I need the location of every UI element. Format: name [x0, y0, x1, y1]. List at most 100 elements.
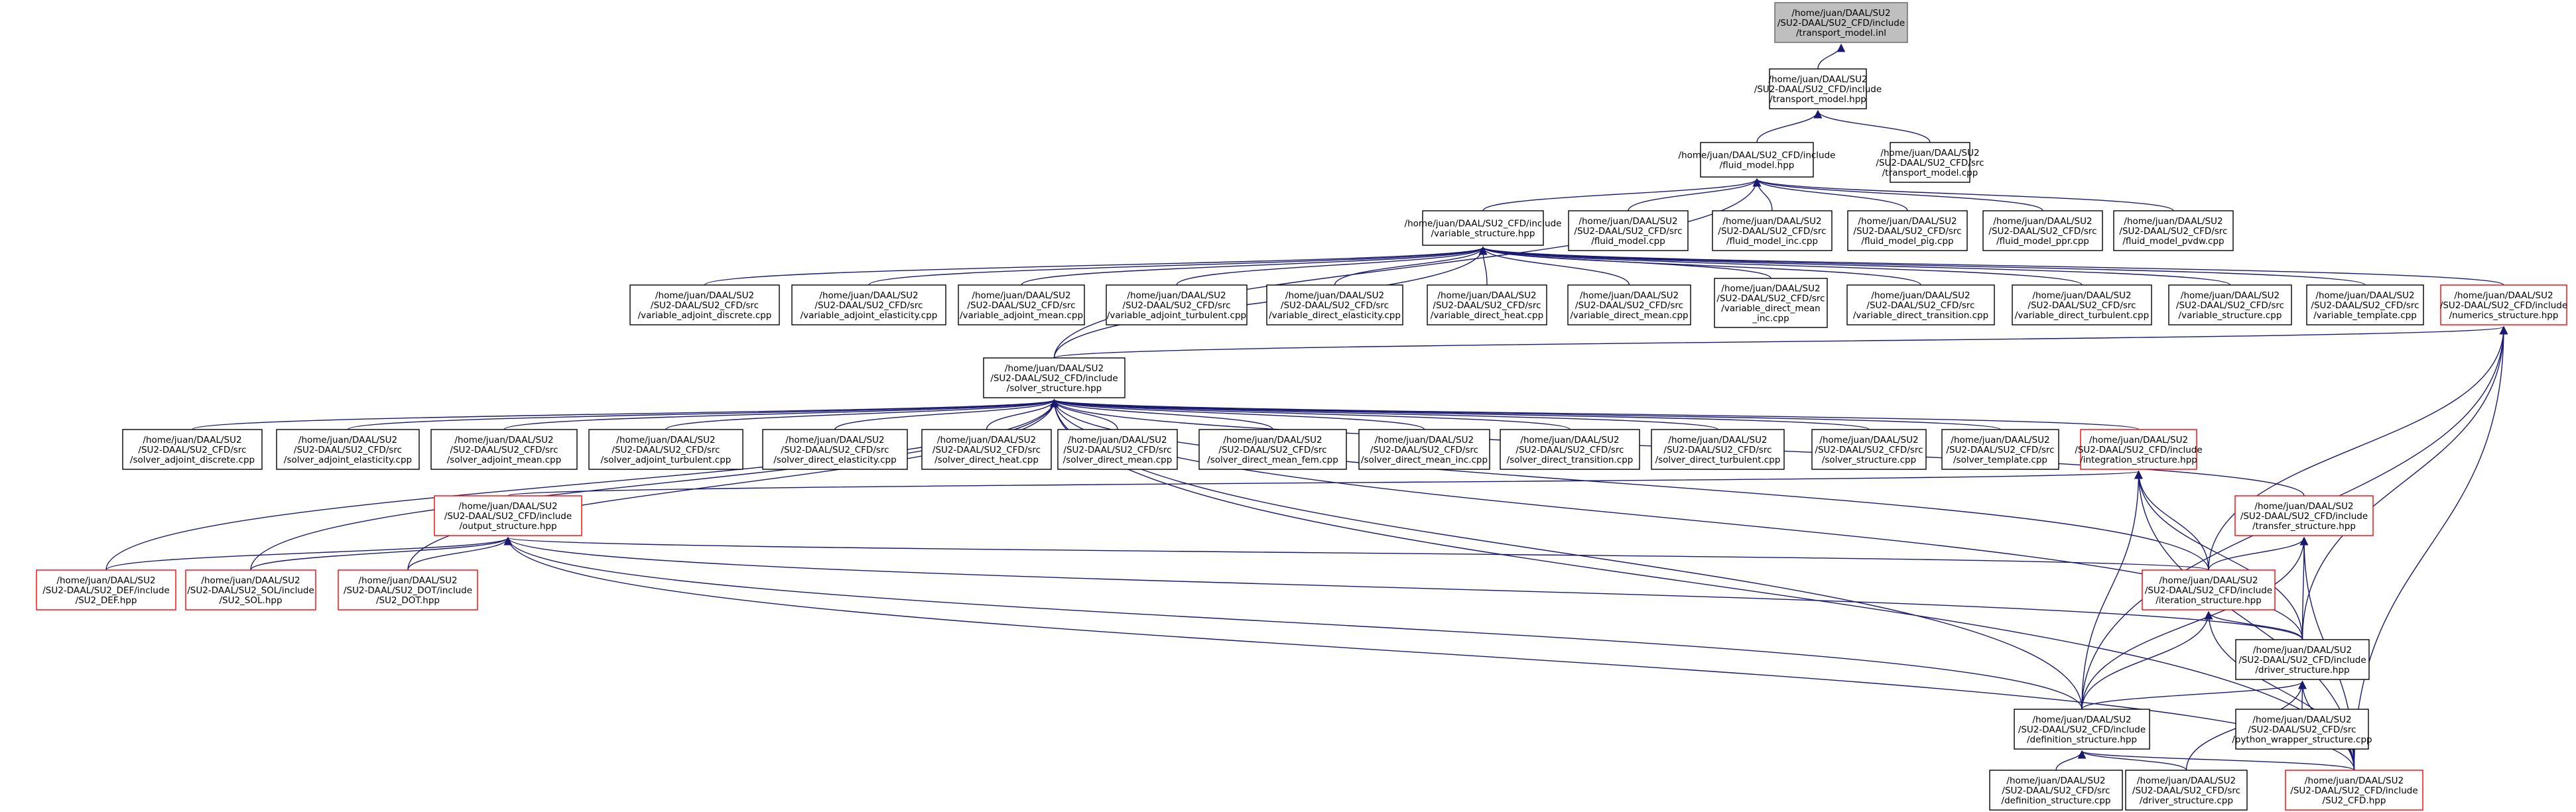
- node-label-line: /home/juan/DAAL/SU2: [454, 435, 553, 445]
- node-n7[interactable]: /home/juan/DAAL/SU2/SU2-DAAL/SU2_CFD/src…: [1712, 210, 1833, 251]
- node-box: [1567, 284, 1691, 325]
- node-label-line: /variable_structure.cpp: [2179, 310, 2282, 321]
- node-n35[interactable]: /home/juan/DAAL/SU2/SU2-DAAL/SU2_CFD/src…: [1651, 429, 1785, 470]
- node-n15[interactable]: /home/juan/DAAL/SU2/SU2-DAAL/SU2_CFD/src…: [1266, 284, 1403, 325]
- node-n33[interactable]: /home/juan/DAAL/SU2/SU2-DAAL/SU2_CFD/src…: [1358, 429, 1490, 470]
- node-label-line: /variable_adjoint_elasticity.cpp: [801, 310, 938, 321]
- node-n50[interactable]: /home/juan/DAAL/SU2/SU2-DAAL/SU2_CFD/inc…: [2285, 770, 2423, 811]
- edge-n20-to-n5: [1479, 246, 2083, 286]
- node-n23[interactable]: /home/juan/DAAL/SU2/SU2-DAAL/SU2_CFD/inc…: [2440, 284, 2567, 325]
- node-label-line: /SU2-DAAL/SU2_CFD/src: [1988, 226, 2096, 237]
- node-box: [1769, 68, 1867, 109]
- edge-n38-to-n24: [1051, 398, 2140, 430]
- node-n9[interactable]: /home/juan/DAAL/SU2/SU2-DAAL/SU2_CFD/src…: [1982, 210, 2103, 251]
- node-box: [1714, 278, 1828, 328]
- node-n20[interactable]: /home/juan/DAAL/SU2/SU2-DAAL/SU2_CFD/src…: [2012, 284, 2152, 325]
- node-box: [1847, 210, 1968, 251]
- node-n45[interactable]: /home/juan/DAAL/SU2/SU2-DAAL/SU2_CFD/inc…: [2235, 639, 2370, 680]
- node-label-line: /SU2-DAAL/SU2_CFD/src: [1946, 445, 2054, 455]
- node-label-line: /home/juan/DAAL/SU2: [785, 435, 884, 445]
- node-n34[interactable]: /home/juan/DAAL/SU2/SU2-DAAL/SU2_CFD/src…: [1500, 429, 1640, 470]
- node-label-line: /fluid_model.cpp: [1591, 236, 1665, 247]
- node-n13[interactable]: /home/juan/DAAL/SU2/SU2-DAAL/SU2_CFD/src…: [958, 284, 1085, 325]
- node-label-line: /SU2_DEF.hpp: [76, 595, 137, 606]
- node-label-line: /variable_template.cpp: [2313, 310, 2417, 321]
- node-n43[interactable]: /home/juan/DAAL/SU2/SU2-DAAL/SU2_SOL/inc…: [185, 569, 316, 610]
- node-label-line: /home/juan/DAAL/SU2: [2181, 290, 2280, 301]
- node-n27[interactable]: /home/juan/DAAL/SU2/SU2-DAAL/SU2_CFD/src…: [430, 429, 578, 470]
- node-box: [122, 429, 263, 470]
- node-n32[interactable]: /home/juan/DAAL/SU2/SU2-DAAL/SU2_CFD/src…: [1198, 429, 1347, 470]
- edge-n10-to-n3: [1753, 178, 2174, 211]
- node-label-line: /SU2-DAAL/SU2_DOT/include: [344, 585, 472, 596]
- node-label-line: /SU2-DAAL/SU2_CFD/src: [1718, 226, 1826, 237]
- node-label-line: /python_wrapper_structure.cpp: [2232, 734, 2372, 745]
- node-n44[interactable]: /home/juan/DAAL/SU2/SU2-DAAL/SU2_DOT/inc…: [338, 569, 478, 610]
- node-n12[interactable]: /home/juan/DAAL/SU2/SU2-DAAL/SU2_CFD/src…: [791, 284, 946, 325]
- node-n5[interactable]: /home/juan/DAAL/SU2_CFD/include/variable…: [1405, 210, 1562, 246]
- node-n36[interactable]: /home/juan/DAAL/SU2/SU2-DAAL/SU2_CFD/src…: [1811, 429, 1927, 470]
- node-box: [1358, 429, 1490, 470]
- node-label-line: /variable_direct_elasticity.cpp: [1269, 310, 1401, 321]
- node-n37[interactable]: /home/juan/DAAL/SU2/SU2-DAAL/SU2_CFD/src…: [1941, 429, 2059, 470]
- nodes-layer: /home/juan/DAAL/SU2/SU2-DAAL/SU2_CFD/inc…: [36, 2, 2567, 811]
- node-label-line: /SU2-DAAL/SU2_CFD/src: [2311, 300, 2419, 311]
- node-n40[interactable]: /home/juan/DAAL/SU2/SU2-DAAL/SU2_CFD/inc…: [434, 495, 582, 536]
- node-n38[interactable]: /home/juan/DAAL/SU2/SU2-DAAL/SU2_CFD/inc…: [2075, 429, 2203, 470]
- node-n22[interactable]: /home/juan/DAAL/SU2/SU2-DAAL/SU2_CFD/src…: [2306, 284, 2424, 325]
- node-n24[interactable]: /home/juan/DAAL/SU2/SU2-DAAL/SU2_CFD/inc…: [983, 357, 1126, 398]
- node-box: [2285, 770, 2423, 811]
- node-n31[interactable]: /home/juan/DAAL/SU2/SU2-DAAL/SU2_CFD/src…: [1057, 429, 1178, 470]
- node-n39[interactable]: /home/juan/DAAL/SU2/SU2-DAAL/SU2_CFD/inc…: [2234, 495, 2374, 536]
- node-label-line: /SU2-DAAL/SU2_CFD/src: [967, 300, 1075, 311]
- node-n8[interactable]: /home/juan/DAAL/SU2/SU2-DAAL/SU2_CFD/src…: [1847, 210, 1968, 251]
- node-label-line: /solver_direct_turbulent.cpp: [1655, 455, 1781, 465]
- edge-n46-to-n39: [2081, 536, 2309, 710]
- node-label-line: /SU2-DAAL/SU2_CFD/src: [1815, 445, 1923, 455]
- node-n16[interactable]: /home/juan/DAAL/SU2/SU2-DAAL/SU2_CFD/src…: [1427, 284, 1547, 325]
- node-n4[interactable]: /home/juan/DAAL/SU2/SU2-DAAL/SU2_CFD/src…: [1876, 142, 1984, 183]
- node-n18[interactable]: /home/juan/DAAL/SU2/SU2-DAAL/SU2_CFD/src…: [1714, 278, 1828, 328]
- node-n25[interactable]: /home/juan/DAAL/SU2/SU2-DAAL/SU2_CFD/src…: [122, 429, 263, 470]
- node-label-line: /SU2-DAAL/SU2_CFD/include: [2075, 445, 2202, 455]
- node-n1[interactable]: /home/juan/DAAL/SU2/SU2-DAAL/SU2_CFD/inc…: [1774, 2, 1908, 43]
- node-n19[interactable]: /home/juan/DAAL/SU2/SU2-DAAL/SU2_CFD/src…: [1846, 284, 1995, 325]
- node-box: [1651, 429, 1785, 470]
- node-box: [1266, 284, 1403, 325]
- node-label-line: /home/juan/DAAL/SU2: [1520, 435, 1619, 445]
- node-n30[interactable]: /home/juan/DAAL/SU2/SU2-DAAL/SU2_CFD/src…: [921, 429, 1052, 470]
- node-label-line: /fluid_model.hpp: [1720, 160, 1795, 171]
- node-label-line: /variable_adjoint_discrete.cpp: [638, 310, 772, 321]
- edge-n44-to-n24: [407, 398, 1059, 571]
- node-n26[interactable]: /home/juan/DAAL/SU2/SU2-DAAL/SU2_CFD/src…: [276, 429, 420, 470]
- node-n10[interactable]: /home/juan/DAAL/SU2/SU2-DAAL/SU2_CFD/src…: [2113, 210, 2234, 251]
- node-n29[interactable]: /home/juan/DAAL/SU2/SU2-DAAL/SU2_CFD/src…: [762, 429, 908, 470]
- node-box: [1422, 210, 1544, 246]
- node-n17[interactable]: /home/juan/DAAL/SU2/SU2-DAAL/SU2_CFD/src…: [1567, 284, 1691, 325]
- node-label-line: /variable_direct_transition.cpp: [1853, 310, 1988, 321]
- node-label-line: /SU2-DAAL/SU2_CFD/src: [1866, 300, 1974, 311]
- node-n6[interactable]: /home/juan/DAAL/SU2/SU2-DAAL/SU2_CFD/src…: [1568, 210, 1689, 251]
- node-label-line: /home/juan/DAAL/SU2: [2032, 715, 2131, 725]
- node-n28[interactable]: /home/juan/DAAL/SU2/SU2-DAAL/SU2_CFD/src…: [588, 429, 743, 470]
- node-label-line: /home/juan/DAAL/SU2_CFD/include: [1405, 219, 1562, 229]
- node-n47[interactable]: /home/juan/DAAL/SU2/SU2-DAAL/SU2_CFD/src…: [2232, 709, 2372, 750]
- node-n11[interactable]: /home/juan/DAAL/SU2/SU2-DAAL/SU2_CFD/src…: [629, 284, 780, 325]
- node-label-line: /SU2-DAAL/SU2_CFD/src: [651, 300, 759, 311]
- node-label-line: /home/juan/DAAL/SU2: [1580, 290, 1679, 301]
- node-n46[interactable]: /home/juan/DAAL/SU2/SU2-DAAL/SU2_CFD/inc…: [2014, 709, 2150, 750]
- node-label-line: /SU2-DAAL/SU2_CFD/src: [933, 445, 1041, 455]
- node-label-line: /home/juan/DAAL/SU2: [1668, 435, 1767, 445]
- node-label-line: /SU2_CFD.hpp: [2323, 795, 2386, 806]
- node-n2[interactable]: /home/juan/DAAL/SU2/SU2-DAAL/SU2_CFD/inc…: [1754, 68, 1882, 109]
- node-n3[interactable]: /home/juan/DAAL/SU2_CFD/include/fluid_mo…: [1679, 142, 1836, 178]
- node-n21[interactable]: /home/juan/DAAL/SU2/SU2-DAAL/SU2_CFD/src…: [2168, 284, 2292, 325]
- node-n14[interactable]: /home/juan/DAAL/SU2/SU2-DAAL/SU2_CFD/src…: [1106, 284, 1248, 325]
- node-n48[interactable]: /home/juan/DAAL/SU2/SU2-DAAL/SU2_CFD/src…: [1989, 770, 2123, 811]
- node-box: [2235, 639, 2370, 680]
- node-label-line: /home/juan/DAAL/SU2: [1223, 435, 1322, 445]
- node-n42[interactable]: /home/juan/DAAL/SU2/SU2-DAAL/SU2_DEF/inc…: [36, 569, 176, 610]
- node-n49[interactable]: /home/juan/DAAL/SU2/SU2-DAAL/SU2_CFD/src…: [2125, 770, 2248, 811]
- node-label-line: /SU2-DAAL/SU2_CFD/src: [294, 445, 402, 455]
- node-n41[interactable]: /home/juan/DAAL/SU2/SU2-DAAL/SU2_CFD/inc…: [2142, 569, 2276, 610]
